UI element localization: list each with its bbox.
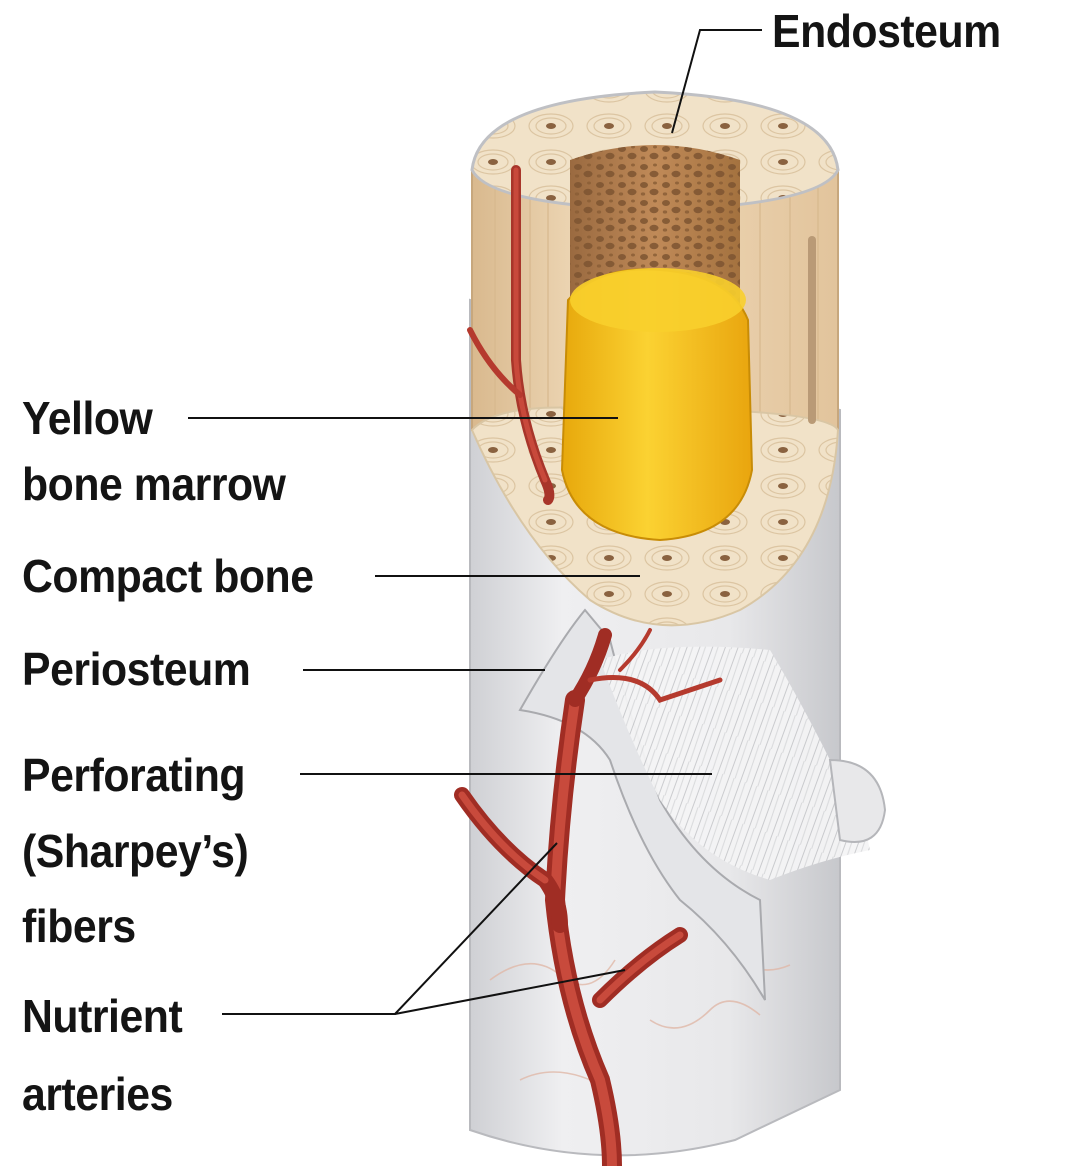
label-compact-bone: Compact bone <box>22 553 314 599</box>
label-yellow-marrow-line2: bone marrow <box>22 461 285 507</box>
label-perforating-line1: Perforating <box>22 752 245 798</box>
label-endosteum: Endosteum <box>772 8 1001 54</box>
label-yellow-marrow-line1: Yellow <box>22 395 152 441</box>
label-periosteum: Periosteum <box>22 646 250 692</box>
label-perforating-line3: fibers <box>22 903 136 949</box>
label-nutrient-line2: arteries <box>22 1071 173 1117</box>
label-perforating-line2: (Sharpey’s) <box>22 828 248 874</box>
label-nutrient-line1: Nutrient <box>22 993 182 1039</box>
